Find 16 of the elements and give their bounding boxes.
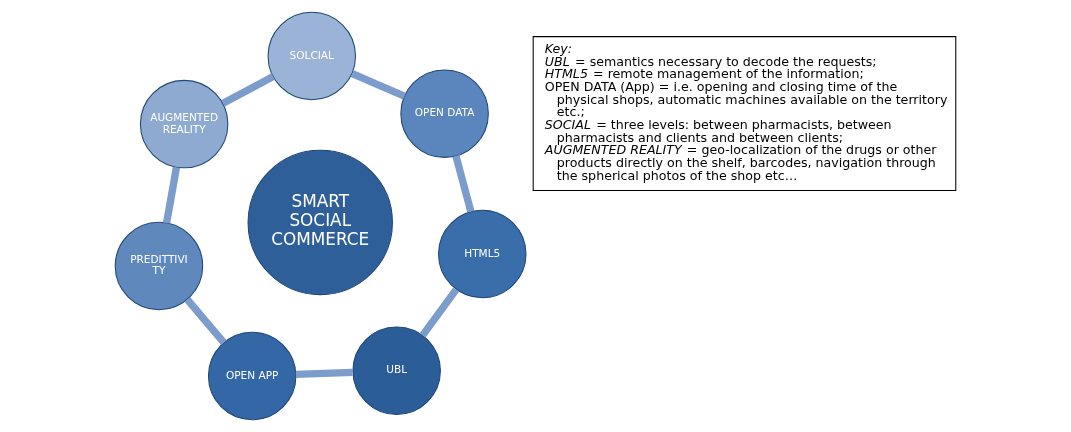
node-circle: SMART SOCIAL COMMERCE (247, 149, 393, 296)
node-circle: PREDITTIVITY (114, 221, 204, 311)
connector (452, 155, 475, 213)
connector (295, 368, 353, 379)
node-circle: OPEN APP (207, 331, 297, 421)
connector (184, 297, 227, 345)
node-box: Key: UBL = semantics necessary to decode the requests; HTML5 = remote management of the information; OPEN DATA (App) = i.e. opening and closing time of the physical shops, automatic machines available on the territory etc.; SOCIAL = three levels: between pharmacists, between pharmacists and clients and between clients; AUGMENTED REALITY = geo-localization of the drugs or other products directly on the shelf, barcodes, navigation through the spherical photos of the shop etc… (532, 36, 957, 191)
node-circle: UBL (352, 326, 441, 415)
node-circle: OPEN DATA (400, 69, 489, 158)
node-circle: HTML5 (438, 209, 527, 299)
connector (162, 166, 181, 224)
connector (419, 287, 460, 338)
node-circle: SOLCIAL (267, 11, 357, 101)
connector (221, 73, 275, 107)
connector (350, 70, 406, 100)
node-circle: AUGMENTED REALITY (139, 79, 229, 169)
